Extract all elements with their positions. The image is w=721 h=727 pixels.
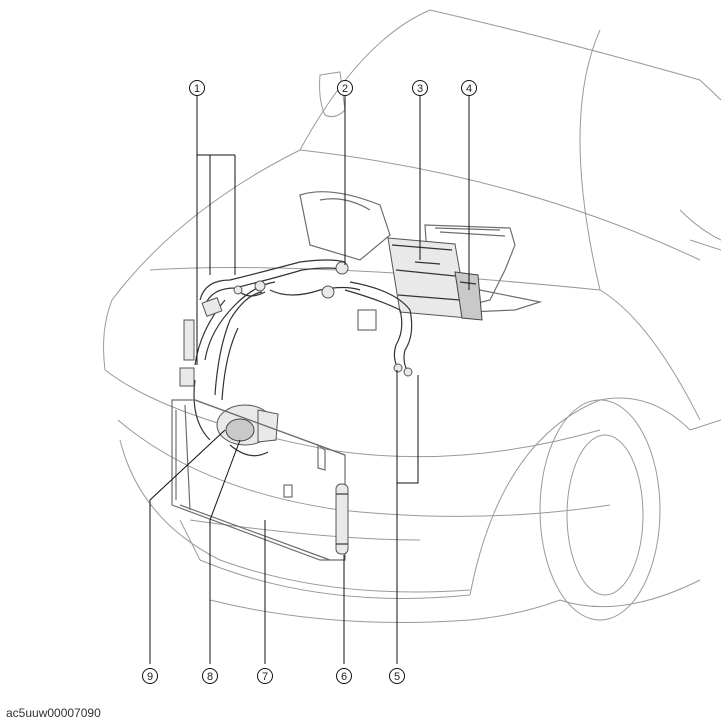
callout-4: 4 [461, 80, 477, 96]
condenser [171, 399, 346, 561]
callout-1-label: 1 [194, 83, 200, 95]
callout-3: 3 [412, 80, 428, 96]
callout-7: 7 [257, 668, 273, 684]
evaporator-unit [387, 237, 469, 319]
figure-id-label: ac5uuw00007090 [6, 706, 101, 720]
ac-compressor [216, 404, 279, 457]
vehicle-body-outline [103, 9, 721, 623]
receiver-drier [335, 483, 349, 555]
callout-8-label: 8 [207, 671, 213, 683]
blower-panel [454, 271, 483, 321]
callout-9: 9 [142, 668, 158, 684]
callout-5: 5 [389, 668, 405, 684]
callout-2-label: 2 [342, 83, 348, 95]
callout-2: 2 [337, 80, 353, 96]
callout-1: 1 [189, 80, 205, 96]
callout-7-label: 7 [262, 671, 268, 683]
callout-4-label: 4 [466, 83, 472, 95]
callout-3-label: 3 [417, 83, 423, 95]
callout-9-label: 9 [147, 671, 153, 683]
callout-5-label: 5 [394, 671, 400, 683]
leader-lines [149, 96, 470, 664]
callout-6: 6 [336, 668, 352, 684]
callout-6-label: 6 [341, 671, 347, 683]
callout-8: 8 [202, 668, 218, 684]
hvac-housing [299, 191, 543, 331]
refrigerant-pipes [179, 259, 413, 441]
